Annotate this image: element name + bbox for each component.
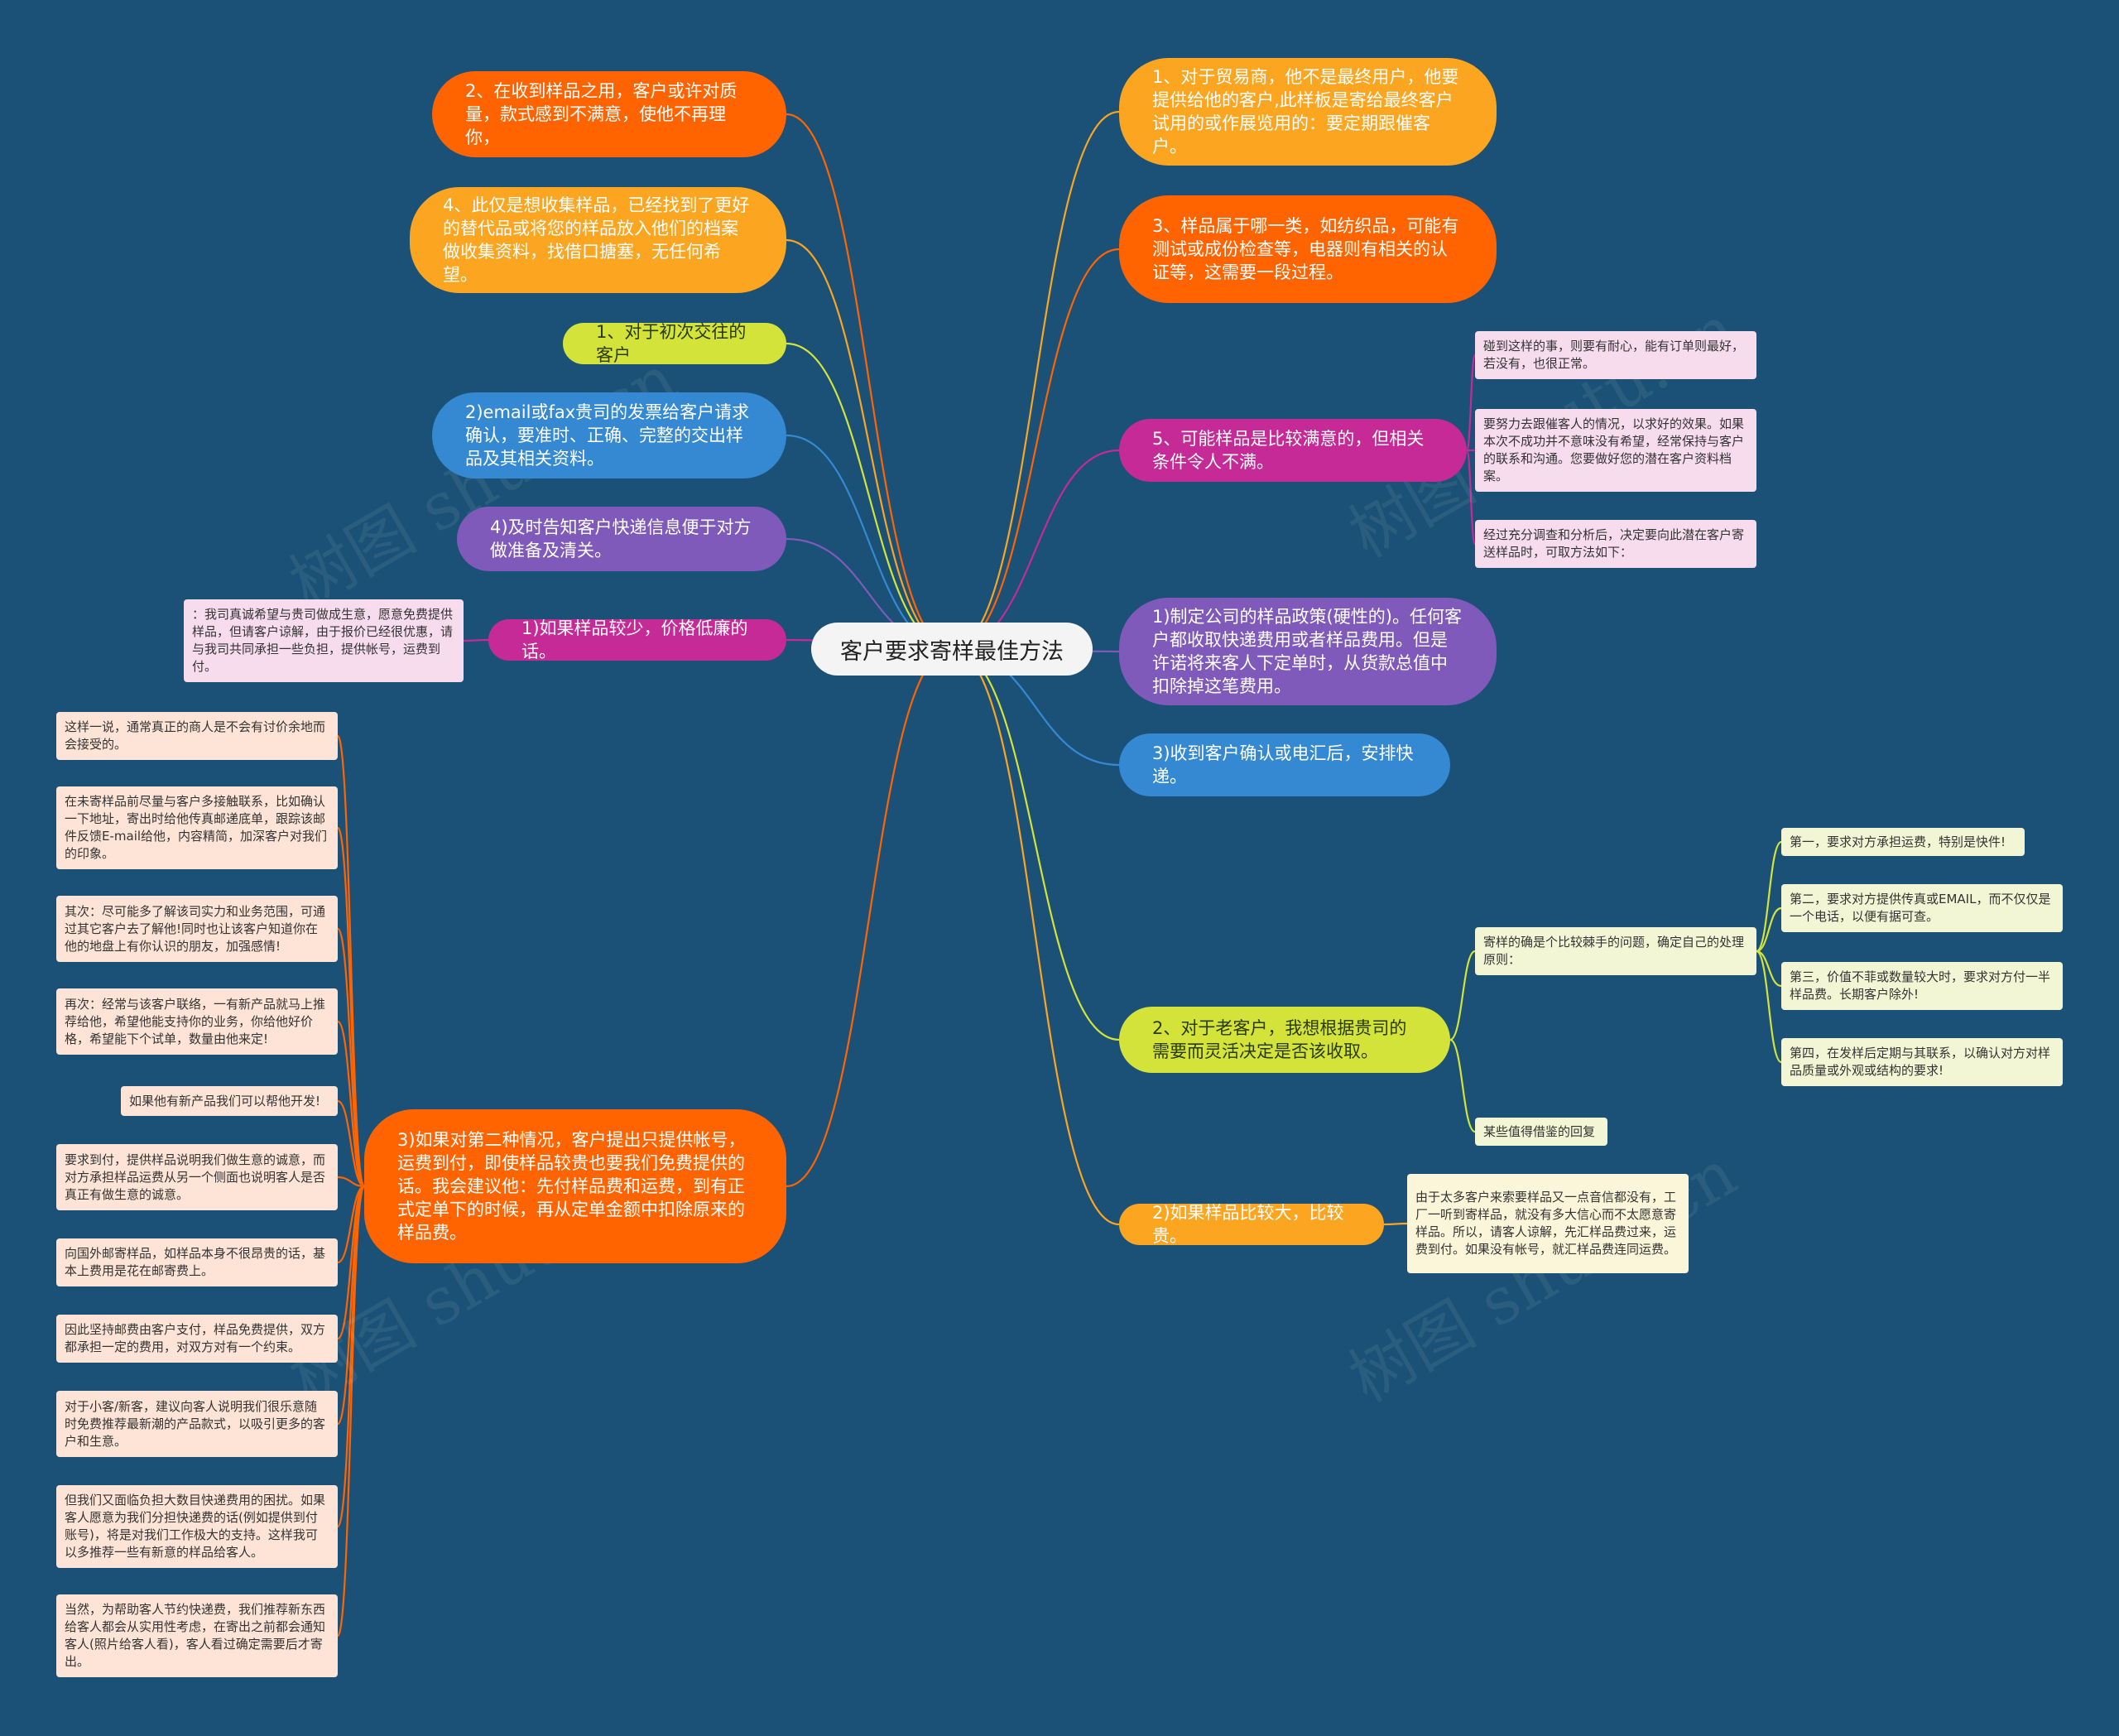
topic-left-2[interactable]: 2、在收到样品之用，客户或许对质量，款式感到不满意，使他不再理你， <box>432 71 786 157</box>
topic-old-customer[interactable]: 2、对于老客户，我想根据贵司的需要而灵活决定是否该收取。 <box>1119 1007 1450 1073</box>
connector-line <box>336 1020 366 1188</box>
connector-line <box>1756 840 1782 953</box>
note-text: 再次：经常与该客户联络，一有新产品就马上推荐给他，希望他能支持你的业务，你给他好… <box>65 996 326 1046</box>
note-left-1[interactable]: 在未寄样品前尽量与客户多接触联系，比如确认一下地址，寄出时给他传真邮递底单，跟踪… <box>56 786 338 869</box>
connector-line <box>1449 1038 1476 1133</box>
topic-label: 1、对于初次交往的客户 <box>596 322 747 365</box>
connector-line <box>337 1099 365 1188</box>
connector-line <box>337 1185 365 1264</box>
topic-label: 4)及时告知客户快递信息便于对方做准备及清关。 <box>490 517 752 560</box>
note-text: 其次：尽可能多了解该司实力和业务范围，可通过其它客户去了解他!同时也让该客户知道… <box>65 903 326 954</box>
note-text: 碰到这样的事，则要有耐心，能有订单则最好，若没有，也很正常。 <box>1483 339 1745 371</box>
note-left-10[interactable]: 当然，为帮助客人节约快递费，我们推荐新东西给客人都会从实用性考虑，在寄出之前都会… <box>56 1594 338 1677</box>
topic-label: 2、在收到样品之用，客户或许对质量，款式感到不满意，使他不再理你， <box>465 81 738 147</box>
connector-line <box>786 342 953 651</box>
connector-line <box>336 734 366 1188</box>
connector-line <box>1449 950 1476 1041</box>
topic-notify-courier[interactable]: 4)及时告知客户快递信息便于对方做准备及清关。 <box>457 507 786 571</box>
connector-line <box>951 248 1120 651</box>
connector-line <box>1756 906 1782 953</box>
note-text: 这样一说，通常真正的商人是不会有讨价余地而会接受的。 <box>65 719 326 752</box>
topic-label: 1、对于贸易商，他不是最终用户，他要提供给他的客户,此样板是寄给最终客户试用的或… <box>1152 67 1459 156</box>
topic-label: 3)如果对第二种情况，客户提出只提供帐号，运费到付，即使样品较贵也要我们免费提供… <box>397 1130 746 1243</box>
note-cheap-sample[interactable]: ：我司真诚希望与贵司做成生意，愿意免费提供样品，但请客户谅解，由于报价已经很优惠… <box>184 599 464 682</box>
topic-left-4[interactable]: 4、此仅是想收集样品，已经找到了更好的替代品或将您的样品放入他们的档案做收集资料… <box>410 187 786 293</box>
connector-line <box>337 1176 365 1188</box>
connector-line <box>1465 353 1477 452</box>
topic-label: 3)收到客户确认或电汇后，安排快递。 <box>1152 743 1414 786</box>
topic-email-invoice[interactable]: 2)email或fax贵司的发票给客户请求确认，要准时、正确、完整的交出样品及其… <box>432 392 786 478</box>
note-text: 寄样的确是个比较棘手的问题，确定自己的处理原则： <box>1483 935 1745 967</box>
connector-line <box>336 826 366 1188</box>
note-text: 由于太多客户来索要样品又一点音信都没有，工厂一听到寄样品，就没有多大信心而不太愿… <box>1415 1190 1677 1257</box>
connector-line <box>786 113 953 651</box>
note-right5-2[interactable]: 经过充分调查和分析后，决定要向此潜在客户寄送样品时，可取方法如下： <box>1475 520 1756 568</box>
topic-label: 1)制定公司的样品政策(硬性的)。任何客户都收取快递费用或者样品费用。但是许诺将… <box>1152 607 1462 696</box>
topic-right-1[interactable]: 1、对于贸易商，他不是最终用户，他要提供给他的客户,此样板是寄给最终客户试用的或… <box>1119 58 1497 166</box>
note-left-7[interactable]: 因此坚持邮费由客户支付，样品免费提供，双方都承担一定的费用，对双方对有一个约束。 <box>56 1315 338 1363</box>
topic-case-3[interactable]: 3)如果对第二种情况，客户提出只提供帐号，运费到付，即使样品较贵也要我们免费提供… <box>364 1109 786 1263</box>
note-reply[interactable]: 某些值得借鉴的回复 <box>1475 1118 1607 1146</box>
note-text: 第二，要求对方提供传真或EMAIL，而不仅仅是一个电话，以便有据可查。 <box>1790 892 2051 924</box>
note-principle[interactable]: 寄样的确是个比较棘手的问题，确定自己的处理原则： <box>1475 927 1756 975</box>
note-left-8[interactable]: 对于小客/新客，建议向客人说明我们很乐意随时免费推荐最新潮的产品款式，以吸引更多… <box>56 1391 338 1457</box>
note-text: 第一，要求对方承担运费，特别是快件! <box>1790 834 2006 849</box>
note-left-6[interactable]: 向国外邮寄样品，如样品本身不很昂贵的话，基本上费用是花在邮寄费上。 <box>56 1238 338 1286</box>
note-left-5[interactable]: 要求到付，提供样品说明我们做生意的诚意，而对方承担样品运费从另一个侧面也说明客人… <box>56 1144 338 1210</box>
connector-line <box>786 238 953 651</box>
note-text: 向国外邮寄样品，如样品本身不很昂贵的话，基本上费用是花在邮寄费上。 <box>65 1246 326 1278</box>
note-text: ：我司真诚希望与贵司做成生意，愿意免费提供样品，但请客户谅解，由于报价已经很优惠… <box>192 607 454 674</box>
note-text: 因此坚持邮费由客户支付，样品免费提供，双方都承担一定的费用，对双方对有一个约束。 <box>65 1322 326 1354</box>
note-expensive-sample[interactable]: 由于太多客户来索要样品又一点音信都没有，工厂一听到寄样品，就没有多大信心而不太愿… <box>1407 1174 1689 1273</box>
connector-line <box>951 449 1120 651</box>
topic-first-contact[interactable]: 1、对于初次交往的客户 <box>563 322 786 365</box>
topic-label: 2)email或fax贵司的发票给客户请求确认，要准时、正确、完整的交出样品及其… <box>465 402 750 469</box>
connector-line <box>786 647 953 1188</box>
note-text: 第三，价值不菲或数量较大时，要求对方付一半样品费。长期客户除外! <box>1790 969 2051 1002</box>
note-principle-0[interactable]: 第一，要求对方承担运费，特别是快件! <box>1781 828 2025 856</box>
note-principle-3[interactable]: 第四，在发样后定期与其联系，以确认对方对样品质量或外观或结构的要求! <box>1781 1038 2063 1086</box>
note-principle-1[interactable]: 第二，要求对方提供传真或EMAIL，而不仅仅是一个电话，以便有据可查。 <box>1781 884 2063 932</box>
note-right5-0[interactable]: 碰到这样的事，则要有耐心，能有订单则最好，若没有，也很正常。 <box>1475 331 1756 379</box>
topic-label: 3、样品属于哪一类，如纺织品，可能有测试或成份检查等，电器则有相关的认证等，这需… <box>1152 216 1459 282</box>
connector-line <box>1465 449 1477 546</box>
note-text: 某些值得借鉴的回复 <box>1483 1123 1596 1139</box>
note-text: 第四，在发样后定期与其联系，以确认对方对样品质量或外观或结构的要求! <box>1790 1046 2051 1078</box>
note-text: 要求到付，提供样品说明我们做生意的诚意，而对方承担样品运费从另一个侧面也说明客人… <box>65 1152 326 1202</box>
topic-expensive-sample[interactable]: 2)如果样品比较大，比较贵。 <box>1119 1203 1384 1246</box>
note-text: 如果他有新产品我们可以帮他开发! <box>129 1093 321 1108</box>
topic-label: 2)如果样品比较大，比较贵。 <box>1152 1203 1344 1246</box>
note-principle-2[interactable]: 第三，价值不菲或数量较大时，要求对方付一半样品费。长期客户除外! <box>1781 962 2063 1010</box>
note-left-3[interactable]: 再次：经常与该客户联络，一有新产品就马上推荐给他，希望他能支持你的业务，你给他好… <box>56 988 338 1055</box>
note-left-4[interactable]: 如果他有新产品我们可以帮他开发! <box>121 1086 338 1116</box>
topic-sample-policy[interactable]: 1)制定公司的样品政策(硬性的)。任何客户都收取快递费用或者样品费用。但是许诺将… <box>1119 598 1497 705</box>
note-text: 在未寄样品前尽量与客户多接触联系，比如确认一下地址，寄出时给他传真邮递底单，跟踪… <box>65 794 328 861</box>
topic-label: 2、对于老客户，我想根据贵司的需要而灵活决定是否该收取。 <box>1152 1018 1407 1061</box>
note-text: 当然，为帮助客人节约快递费，我们推荐新东西给客人都会从实用性考虑，在寄出之前都会… <box>65 1602 326 1669</box>
topic-right-3[interactable]: 3、样品属于哪一类，如纺织品，可能有测试或成份检查等，电器则有相关的认证等，这需… <box>1119 195 1497 303</box>
connector-line <box>336 927 366 1188</box>
note-text: 但我们又面临负担大数目快递费用的困扰。如果客人愿意为我们分担快递费的话(例如提供… <box>65 1493 326 1560</box>
connector-line <box>336 1185 366 1637</box>
note-left-0[interactable]: 这样一说，通常真正的商人是不会有讨价余地而会接受的。 <box>56 712 338 760</box>
connector-line <box>463 638 489 642</box>
connector-line <box>1756 950 1782 1064</box>
connector-line <box>1756 950 1782 988</box>
connector-line <box>951 647 1120 1226</box>
note-text: 对于小客/新客，建议向客人说明我们很乐意随时免费推荐最新潮的产品款式，以吸引更多… <box>65 1398 326 1449</box>
topic-label: 5、可能样品是比较满意的，但相关条件令人不满。 <box>1152 429 1425 472</box>
topic-arrange-courier[interactable]: 3)收到客户确认或电汇后，安排快递。 <box>1119 733 1450 796</box>
topic-cheap-sample[interactable]: 1)如果样品较少，价格低廉的话。 <box>488 618 786 661</box>
topic-label: 1)如果样品较少，价格低廉的话。 <box>521 618 748 661</box>
topic-right-5[interactable]: 5、可能样品是比较满意的，但相关条件令人不满。 <box>1119 419 1467 482</box>
connector-line <box>951 110 1120 651</box>
root-topic-label: 客户要求寄样最佳方法 <box>840 638 1064 665</box>
note-left-2[interactable]: 其次：尽可能多了解该司实力和业务范围，可通过其它客户去了解他!同时也让该客户知道… <box>56 896 338 962</box>
note-text: 经过充分调查和分析后，决定要向此潜在客户寄送样品时，可取方法如下： <box>1483 527 1745 560</box>
note-text: 要努力去跟催客人的情况，以求好的效果。如果本次不成功并不意味没有希望，经常保持与… <box>1483 416 1745 483</box>
root-topic[interactable]: 客户要求寄样最佳方法 <box>811 623 1093 676</box>
topic-label: 4、此仅是想收集样品，已经找到了更好的替代品或将您的样品放入他们的档案做收集资料… <box>443 195 750 285</box>
note-left-9[interactable]: 但我们又面临负担大数目快递费用的困扰。如果客人愿意为我们分担快递费的话(例如提供… <box>56 1485 338 1568</box>
note-right5-1[interactable]: 要努力去跟催客人的情况，以求好的效果。如果本次不成功并不意味没有希望，经常保持与… <box>1475 409 1756 492</box>
